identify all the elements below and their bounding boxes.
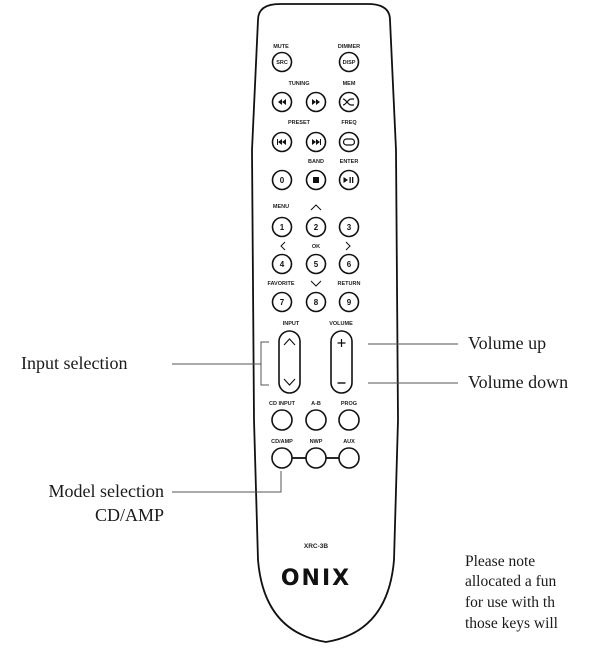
mem-label: MEM (343, 81, 356, 87)
disp-button[interactable] (338, 51, 360, 73)
shuffle-button[interactable] (338, 91, 360, 113)
repeat-button[interactable] (338, 131, 360, 153)
plus-icon (337, 339, 346, 347)
remote-body (251, 3, 399, 643)
num-7-label: 7 (280, 298, 285, 307)
zero-button[interactable] (271, 169, 293, 191)
mute-label: MUTE (273, 44, 289, 50)
a-b-button[interactable] (305, 409, 327, 431)
note-line-2: allocated a fun (465, 573, 556, 590)
callout-model-selection: Model selection (49, 481, 164, 501)
cd-input-label: CD INPUT (269, 401, 296, 407)
right-arrow-icon (345, 241, 351, 251)
down-arrow-icon (310, 280, 322, 287)
note-line-3: for use with th (465, 594, 555, 611)
src-button[interactable] (271, 51, 293, 73)
input-bracket (260, 341, 269, 386)
num-8-button[interactable] (305, 291, 327, 313)
enter-label: ENTER (340, 159, 359, 165)
num-8-label: 8 (314, 298, 319, 307)
callout-model-selection-cdamp: CD/AMP (95, 505, 164, 525)
note-line-1: Please note (465, 553, 535, 570)
input-down-icon (283, 378, 296, 386)
shuffle-icon (342, 98, 354, 106)
num-5-label: 5 (314, 260, 319, 269)
num-3-label: 3 (347, 223, 352, 232)
tuning-label: TUNING (288, 81, 309, 87)
cd-amp-button[interactable] (271, 447, 293, 469)
callout-input-selection: Input selection (21, 353, 127, 373)
menu-label: MENU (273, 204, 289, 210)
num-9-button[interactable] (338, 291, 360, 313)
aux-button[interactable] (338, 447, 360, 469)
num-4-button[interactable] (271, 253, 293, 275)
num-1-label: 1 (280, 223, 285, 232)
num-3-button[interactable] (338, 216, 360, 238)
left-arrow-icon (280, 241, 286, 251)
dimmer-label: DIMMER (338, 44, 360, 50)
num-6-button[interactable] (338, 253, 360, 275)
skip-back-icon (277, 139, 286, 145)
cd-amp-label: CD/AMP (271, 439, 293, 445)
prog-button[interactable] (338, 409, 360, 431)
skip-forward-icon (312, 139, 321, 145)
input-rocker[interactable] (278, 330, 301, 394)
num-2-button[interactable] (305, 216, 327, 238)
stop-icon (313, 177, 319, 183)
preset-label: PRESET (288, 120, 311, 126)
num-1-button[interactable] (271, 216, 293, 238)
fast-forward-icon (312, 99, 320, 105)
favorite-label: FAVORITE (267, 281, 294, 287)
callout-volume-down: Volume down (468, 372, 568, 392)
brand-logo: ONIX (281, 566, 351, 591)
disp-button-label: DISP (343, 60, 356, 66)
nwp-button[interactable] (305, 447, 327, 469)
callout-volume-up: Volume up (468, 333, 546, 353)
num-9-label: 9 (347, 298, 352, 307)
play-pause-icon (343, 177, 354, 183)
nwp-label: NWP (310, 439, 323, 445)
src-button-label: SRC (276, 60, 288, 66)
input-up-icon (283, 338, 296, 346)
num-4-label: 4 (280, 260, 285, 269)
zero-button-label: 0 (280, 176, 285, 185)
num-6-label: 6 (347, 260, 352, 269)
model-number: XRC-3B (304, 543, 329, 550)
band-label: BAND (308, 159, 324, 165)
input-label: INPUT (283, 321, 300, 327)
up-arrow-icon (310, 204, 322, 211)
num-7-button[interactable] (271, 291, 293, 313)
ok-label: OK (312, 244, 320, 250)
cd-input-button[interactable] (271, 409, 293, 431)
freq-label: FREQ (341, 120, 357, 126)
prog-label: PROG (341, 401, 357, 407)
return-label: RETURN (338, 281, 361, 287)
num-2-label: 2 (314, 223, 319, 232)
rewind-icon (278, 99, 286, 105)
note-line-4: those keys will (465, 615, 558, 632)
aux-label: AUX (343, 439, 355, 445)
repeat-icon (342, 138, 356, 146)
volume-rocker[interactable] (330, 330, 353, 394)
volume-label: VOLUME (329, 321, 353, 327)
leader-line (172, 471, 282, 493)
a-b-label: A-B (311, 401, 321, 407)
play-pause-button[interactable] (338, 169, 360, 191)
num-5-button[interactable] (305, 253, 327, 275)
